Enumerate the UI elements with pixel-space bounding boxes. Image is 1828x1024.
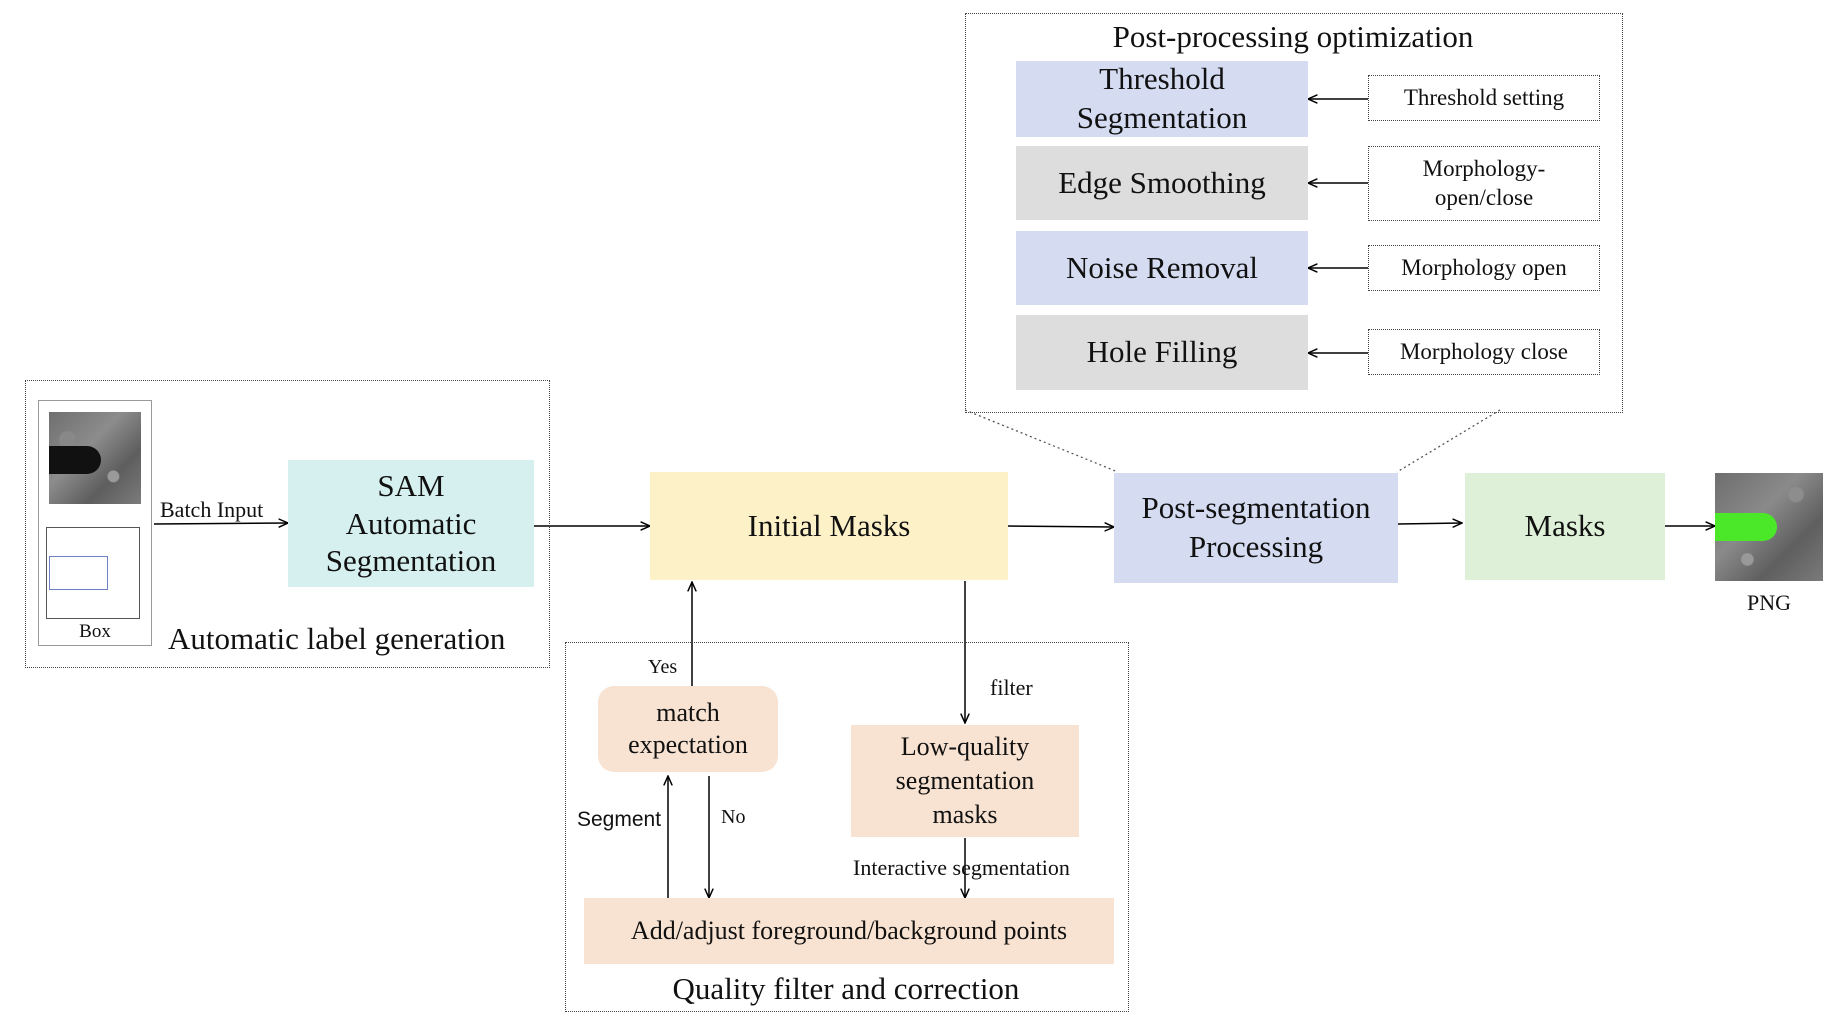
- step-edge-smoothing: Edge Smoothing: [1016, 146, 1308, 220]
- step-hole-filling: Hole Filling: [1016, 315, 1308, 390]
- sam-automatic-segmentation-node: SAM Automatic Segmentation: [288, 460, 534, 587]
- match-expectation-node: match expectation: [598, 686, 778, 772]
- batch-input-label: Batch Input: [160, 497, 264, 522]
- output-png-thumbnail: [1715, 473, 1823, 581]
- arrow-initial-to-post: [1007, 526, 1114, 527]
- input-image-thumbnail: [49, 412, 141, 504]
- box-prompt-rectangle: [49, 556, 108, 590]
- png-caption: PNG: [1746, 590, 1791, 615]
- automatic-label-title: Automatic label generation: [168, 621, 506, 656]
- funnel-line-right: [1396, 409, 1501, 473]
- funnel-line-left: [964, 409, 1119, 473]
- arrow-post-to-masks: [1397, 523, 1462, 524]
- low-quality-masks-node: Low-quality segmentation masks: [851, 725, 1079, 837]
- post-processing-title: Post-processing optimization: [1112, 19, 1474, 54]
- post-processing-group: [965, 13, 1623, 413]
- segment-label: Segment: [577, 808, 662, 831]
- automatic-label-group: [25, 380, 550, 668]
- adjust-points-node: Add/adjust foreground/background points: [584, 898, 1114, 964]
- step-noise-removal: Noise Removal: [1016, 231, 1308, 305]
- param-threshold-setting: Threshold setting: [1368, 75, 1600, 121]
- param-morphology-open: Morphology open: [1368, 245, 1600, 291]
- quality-filter-title: Quality filter and correction: [672, 971, 1020, 1006]
- box-prompt-frame: [46, 527, 140, 619]
- masks-node: Masks: [1465, 473, 1665, 580]
- step-threshold-segmentation: Threshold Segmentation: [1016, 61, 1308, 137]
- post-segmentation-processing-node: Post-segmentation Processing: [1114, 473, 1398, 583]
- initial-masks-node: Initial Masks: [650, 472, 1008, 580]
- interactive-segmentation-label: Interactive segmentation: [853, 855, 1070, 880]
- box-caption: Box: [79, 621, 111, 642]
- crack-defect-shape: [49, 446, 101, 474]
- no-label: No: [721, 806, 746, 828]
- param-morphology-close: Morphology close: [1368, 329, 1600, 375]
- arrow-batch-input: [153, 523, 288, 524]
- green-mask-shape: [1715, 513, 1777, 541]
- param-morphology-open-close: Morphology- open/close: [1368, 146, 1600, 221]
- filter-label: filter: [990, 675, 1033, 700]
- yes-label: Yes: [648, 656, 678, 678]
- quality-filter-group: [565, 642, 1129, 1012]
